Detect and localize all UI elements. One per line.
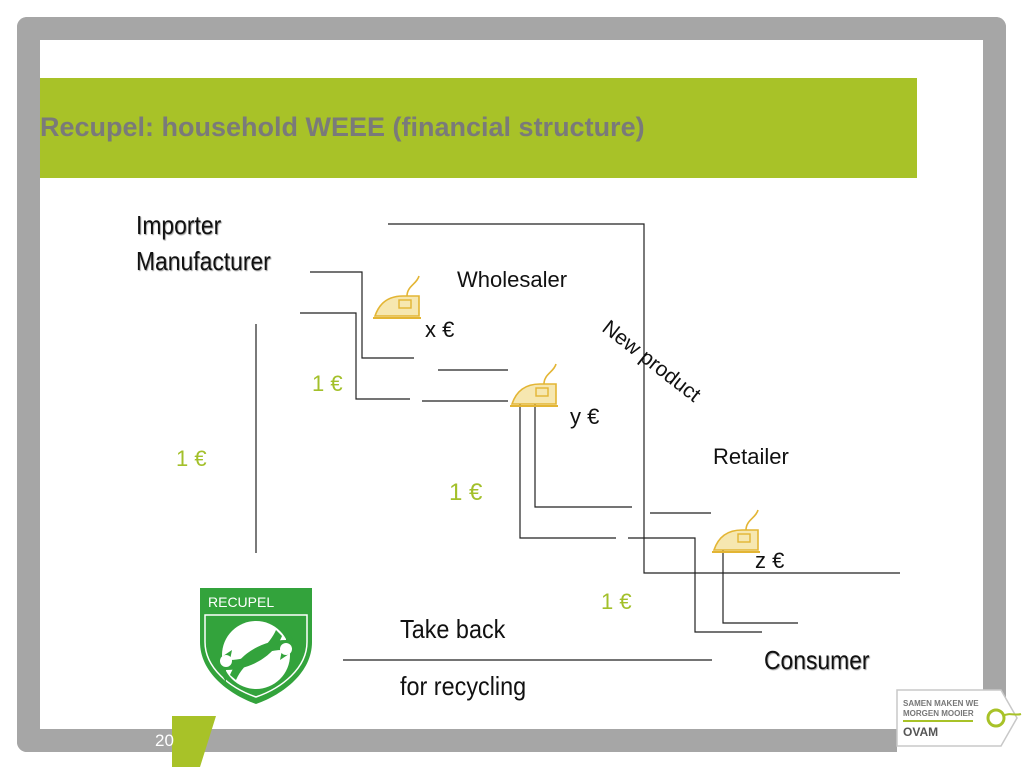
- fee-consumer: 1 €: [601, 589, 632, 614]
- footer-accent-wedge: [172, 716, 216, 767]
- price-retailer: y €: [570, 404, 600, 429]
- consumer-label: Consumer: [764, 645, 870, 675]
- frame-top: [17, 17, 1006, 40]
- price-consumer: z €: [755, 548, 785, 573]
- fee-wholesaler: 1 €: [312, 371, 343, 396]
- svg-text:MORGEN MOOIER: MORGEN MOOIER: [903, 709, 974, 718]
- take-back-label: Take back: [400, 614, 506, 644]
- importer-label: Importer: [136, 210, 222, 240]
- title-band: [40, 78, 917, 178]
- new-product-line: [388, 223, 900, 574]
- iron-icon: [509, 363, 559, 407]
- fee-left: 1 €: [176, 446, 207, 471]
- recupel-logo-text: RECUPEL: [208, 594, 275, 610]
- slide-title: Recupel: household WEEE (financial struc…: [40, 112, 645, 142]
- frame-bottom: [17, 729, 897, 752]
- wholesaler-label: Wholesaler: [457, 267, 568, 292]
- svg-text:SAMEN MAKEN WE: SAMEN MAKEN WE: [903, 699, 979, 708]
- fee-retailer: 1 €: [449, 479, 483, 506]
- iron-icon: [711, 509, 761, 553]
- price-wholesaler: x €: [425, 317, 455, 342]
- recupel-logo: [200, 588, 312, 704]
- manufacturer-label: Manufacturer: [136, 246, 271, 276]
- svg-text:OVAM: OVAM: [903, 725, 938, 739]
- ovam-logo: SAMEN MAKEN WE MORGEN MOOIER OVAM: [896, 689, 1022, 747]
- page-number: 20: [155, 731, 174, 750]
- retailer-label: Retailer: [713, 444, 789, 469]
- frame-right: [983, 17, 1006, 717]
- iron-icon: [372, 275, 422, 319]
- for-recycling-label: for recycling: [400, 671, 527, 701]
- frame-left: [17, 17, 40, 752]
